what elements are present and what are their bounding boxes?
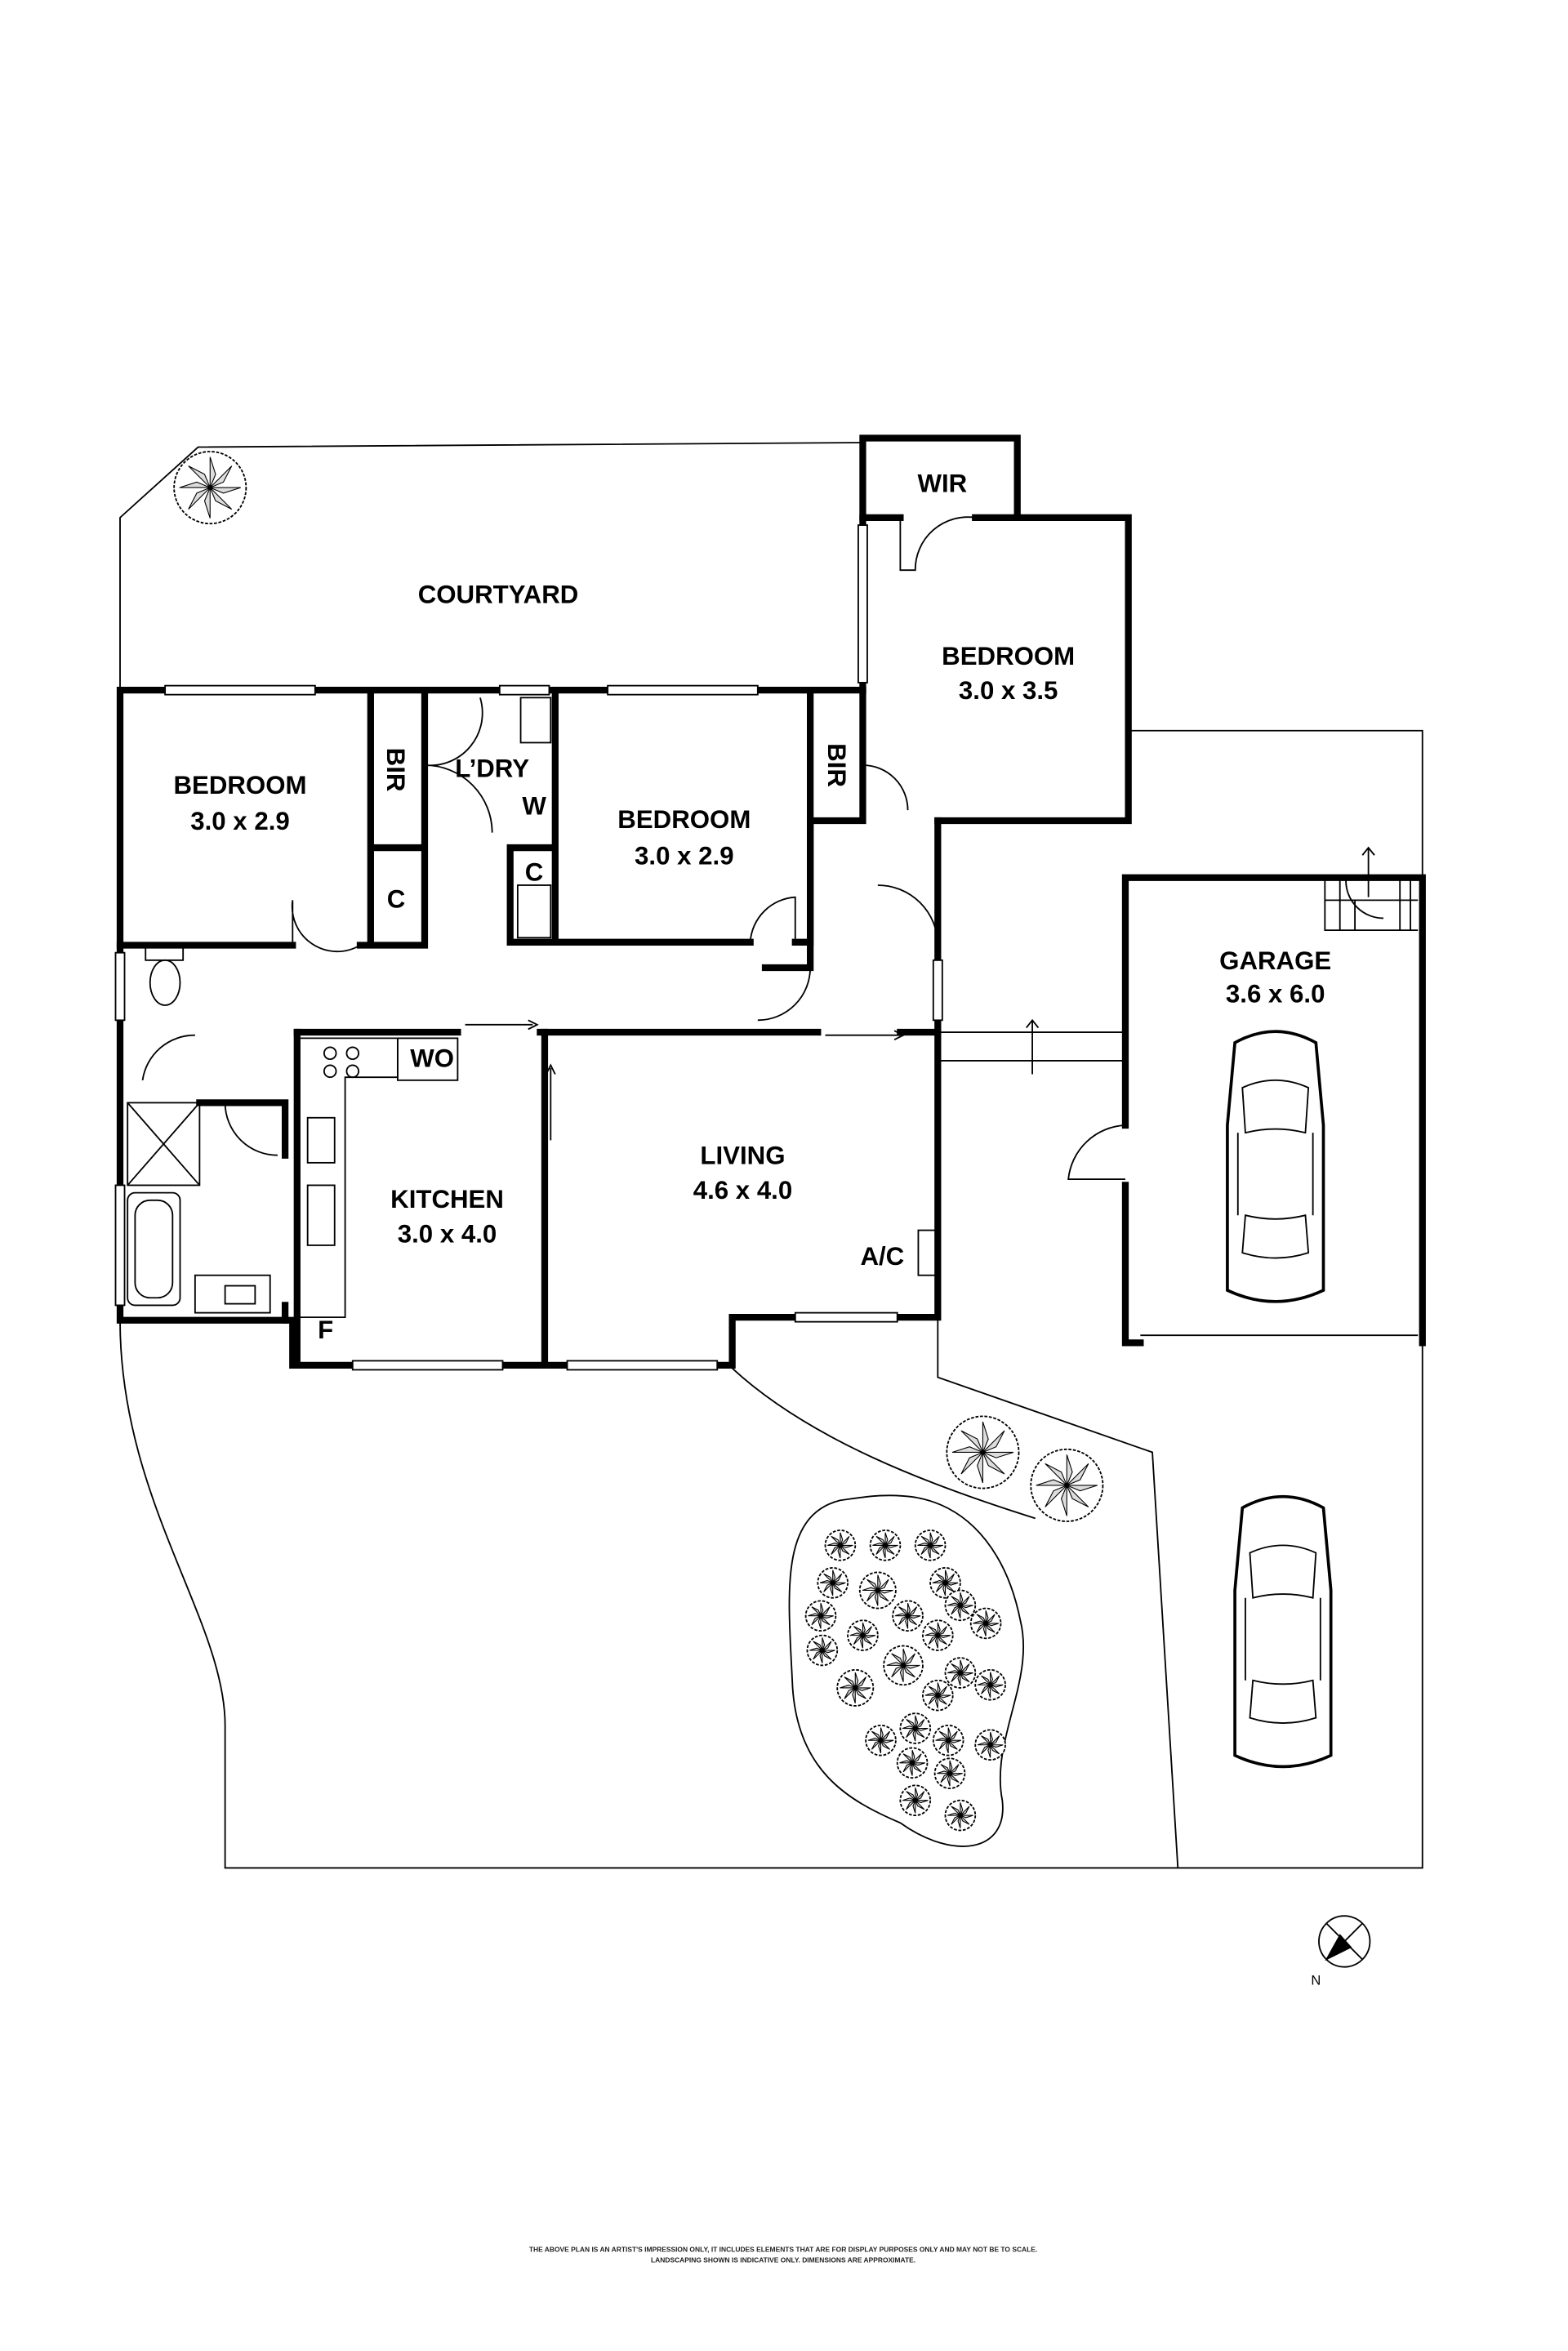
tree-icon xyxy=(883,1645,924,1686)
bedroom-mid-size: 3.0 x 2.9 xyxy=(635,841,734,870)
tree-icon xyxy=(944,1799,977,1832)
tree-icon xyxy=(817,1567,849,1599)
kitchen-size: 3.0 x 4.0 xyxy=(398,1219,497,1248)
tree-icon xyxy=(804,1600,837,1632)
tree-icon xyxy=(1030,1448,1104,1522)
tree-icon xyxy=(896,1747,929,1779)
courtyard-label: COURTYARD xyxy=(418,581,579,609)
bedroom-main-label: BEDROOM xyxy=(942,642,1075,670)
garage-size: 3.6 x 6.0 xyxy=(1226,979,1325,1008)
tree-icon xyxy=(824,1529,857,1561)
kitchen-label: KITCHEN xyxy=(390,1185,504,1213)
tree-icon xyxy=(944,1657,977,1689)
windows xyxy=(114,524,1419,1371)
bir-left-label: BIR xyxy=(381,748,410,792)
bedroom-mid-label: BEDROOM xyxy=(617,805,751,834)
tree-icon xyxy=(974,1668,1006,1701)
cupboard-left-label: C xyxy=(387,885,406,914)
disclaimer-line-2: LANDSCAPING SHOWN IS INDICATIVE ONLY. DI… xyxy=(651,2256,915,2264)
cupboard-right-label: C xyxy=(525,857,544,886)
tree-icon xyxy=(173,451,247,525)
tree-icon xyxy=(922,1679,954,1712)
tree-icon xyxy=(806,1634,839,1667)
doors xyxy=(141,516,1126,1181)
stairs xyxy=(1324,846,1419,932)
living-label: LIVING xyxy=(700,1142,785,1170)
tree-icon xyxy=(932,1724,964,1757)
wir-label: WIR xyxy=(917,470,967,498)
bedroom-left-size: 3.0 x 2.9 xyxy=(190,807,290,835)
tree-icon xyxy=(914,1529,947,1561)
disclaimer-line-1: THE ABOVE PLAN IS AN ARTIST'S IMPRESSION… xyxy=(529,2246,1037,2254)
tree-icon xyxy=(847,1619,879,1651)
shower xyxy=(127,1102,201,1187)
tree-icon xyxy=(974,1729,1006,1761)
tree-icon xyxy=(922,1619,954,1651)
bir-right-label: BIR xyxy=(822,743,851,787)
car-in-garage xyxy=(1226,1030,1325,1303)
landscaping-trees xyxy=(173,451,1104,1847)
tree-icon xyxy=(899,1784,932,1817)
north-label: N xyxy=(1311,1973,1321,1988)
bedroom-left-label: BEDROOM xyxy=(173,771,306,799)
car-driveway xyxy=(1233,1494,1333,1769)
laundry-label: L’DRY xyxy=(455,755,529,783)
aircon-label: A/C xyxy=(860,1242,904,1271)
fridge-label: F xyxy=(318,1316,333,1344)
fixtures xyxy=(127,697,1419,1319)
house-walls xyxy=(116,434,1426,1369)
tree-icon xyxy=(933,1757,966,1789)
tree-icon xyxy=(892,1600,924,1632)
living-size: 4.6 x 4.0 xyxy=(693,1176,793,1204)
tree-icon xyxy=(944,1589,977,1622)
garage-label: GARAGE xyxy=(1219,946,1331,975)
tree-icon xyxy=(969,1607,1002,1640)
tree-icon xyxy=(899,1712,932,1744)
tree-icon xyxy=(836,1668,875,1707)
tree-icon xyxy=(858,1571,897,1610)
tree-icon xyxy=(946,1415,1020,1489)
tree-icon xyxy=(865,1724,897,1757)
bedroom-main-size: 3.0 x 3.5 xyxy=(959,676,1058,705)
washer-label: W xyxy=(522,792,546,821)
wall-oven-label: WO xyxy=(410,1044,454,1072)
tree-icon xyxy=(929,1567,961,1599)
site-boundary xyxy=(119,442,1423,1869)
north-compass-icon: N xyxy=(1311,1915,1371,1988)
tree-icon xyxy=(869,1529,902,1561)
